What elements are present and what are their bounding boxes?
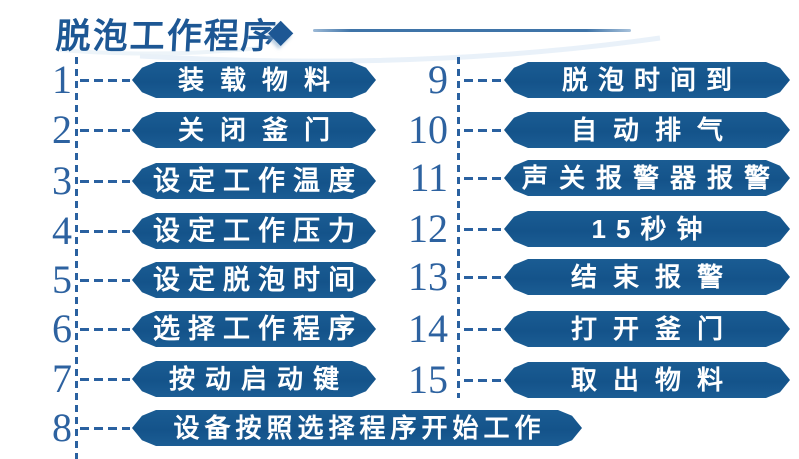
step-pill: 选择工作程序 bbox=[132, 311, 376, 347]
step-row-10: 10 自动排气 bbox=[400, 108, 790, 152]
step-label: 声关报警器报警 bbox=[522, 163, 782, 193]
step-row-2: 2 关闭釜门 bbox=[38, 108, 376, 152]
step-number: 10 bbox=[408, 107, 448, 152]
step-pill: 声关报警器报警 bbox=[504, 160, 790, 196]
step-row-14: 14 打开釜门 bbox=[400, 307, 790, 351]
step-label: 按动启动键 bbox=[168, 364, 349, 394]
step-pill: 15秒钟 bbox=[504, 211, 790, 247]
step-number: 1 bbox=[52, 57, 72, 102]
step-label: 自动排气 bbox=[570, 115, 739, 145]
step-connector-dash bbox=[80, 128, 130, 132]
step-number: 13 bbox=[408, 254, 448, 299]
step-row-4: 4 设定工作压力 bbox=[38, 209, 376, 253]
step-pill: 设定工作压力 bbox=[132, 213, 376, 249]
step-connector-dash bbox=[80, 179, 130, 183]
step-label: 脱泡时间到 bbox=[561, 65, 742, 95]
step-label: 设定工作温度 bbox=[153, 166, 363, 196]
step-pill: 打开釜门 bbox=[504, 311, 790, 347]
step-label: 取出物料 bbox=[570, 365, 739, 395]
step-row-6: 6 选择工作程序 bbox=[38, 307, 376, 351]
step-connector-dash bbox=[464, 327, 502, 331]
step-pill: 按动启动键 bbox=[132, 361, 376, 397]
step-row-7: 7 按动启动键 bbox=[38, 357, 376, 401]
step-row-12: 12 15秒钟 bbox=[400, 207, 790, 251]
step-connector-dash bbox=[80, 278, 130, 282]
step-row-13: 13 结束报警 bbox=[400, 255, 790, 299]
step-label: 结束报警 bbox=[570, 262, 739, 292]
step-pill: 设定脱泡时间 bbox=[132, 262, 376, 298]
step-label: 设定脱泡时间 bbox=[153, 265, 363, 295]
step-connector-dash bbox=[464, 275, 502, 279]
step-pill: 脱泡时间到 bbox=[504, 62, 790, 98]
step-label: 设定工作压力 bbox=[153, 216, 363, 246]
step-label: 关闭釜门 bbox=[177, 115, 346, 145]
step-connector-dash bbox=[80, 327, 130, 331]
step-connector-dash bbox=[464, 128, 502, 132]
step-connector-dash bbox=[464, 176, 502, 180]
step-connector-dash bbox=[80, 377, 130, 381]
step-row-11: 11 声关报警器报警 bbox=[400, 156, 790, 200]
step-connector-dash bbox=[80, 78, 130, 82]
step-pill: 取出物料 bbox=[504, 362, 790, 398]
step-pill: 关闭釜门 bbox=[132, 112, 376, 148]
step-number: 5 bbox=[52, 257, 72, 302]
step-connector-dash bbox=[464, 227, 502, 231]
title-rule bbox=[313, 29, 631, 32]
step-number: 14 bbox=[408, 306, 448, 351]
step-pill: 设定工作温度 bbox=[132, 163, 376, 199]
step-row-3: 3 设定工作温度 bbox=[38, 159, 376, 203]
step-number: 9 bbox=[428, 57, 448, 102]
step-label: 设备按照选择程序开始工作 bbox=[173, 413, 546, 443]
step-connector-dash bbox=[80, 426, 130, 430]
step-number: 12 bbox=[408, 206, 448, 251]
step-number: 6 bbox=[52, 306, 72, 351]
step-pill: 自动排气 bbox=[504, 112, 790, 148]
step-row-5: 5 设定脱泡时间 bbox=[38, 258, 376, 302]
right-column-connector-line bbox=[457, 57, 460, 398]
step-row-15: 15 取出物料 bbox=[400, 358, 790, 402]
step-number: 3 bbox=[52, 158, 72, 203]
step-label: 选择工作程序 bbox=[153, 314, 363, 344]
diamond-icon: ◆ bbox=[268, 12, 294, 49]
step-number: 4 bbox=[52, 208, 72, 253]
step-label: 15秒钟 bbox=[591, 214, 713, 244]
left-column-connector-line bbox=[75, 57, 78, 459]
step-connector-dash bbox=[80, 229, 130, 233]
step-pill: 设备按照选择程序开始工作 bbox=[132, 410, 582, 446]
step-number: 15 bbox=[408, 357, 448, 402]
step-label: 装载物料 bbox=[177, 65, 346, 95]
step-row-8: 8 设备按照选择程序开始工作 bbox=[38, 406, 582, 450]
step-number: 7 bbox=[52, 356, 72, 401]
page-title: 脱泡工作程序 bbox=[54, 17, 279, 56]
step-connector-dash bbox=[464, 378, 502, 382]
step-number: 8 bbox=[52, 405, 72, 450]
step-number: 2 bbox=[52, 107, 72, 152]
step-pill: 装载物料 bbox=[132, 62, 376, 98]
step-pill: 结束报警 bbox=[504, 259, 790, 295]
step-number: 11 bbox=[409, 155, 448, 200]
step-label: 打开釜门 bbox=[570, 314, 739, 344]
step-row-9: 9 脱泡时间到 bbox=[400, 58, 790, 102]
step-connector-dash bbox=[464, 78, 502, 82]
step-row-1: 1 装载物料 bbox=[38, 58, 376, 102]
